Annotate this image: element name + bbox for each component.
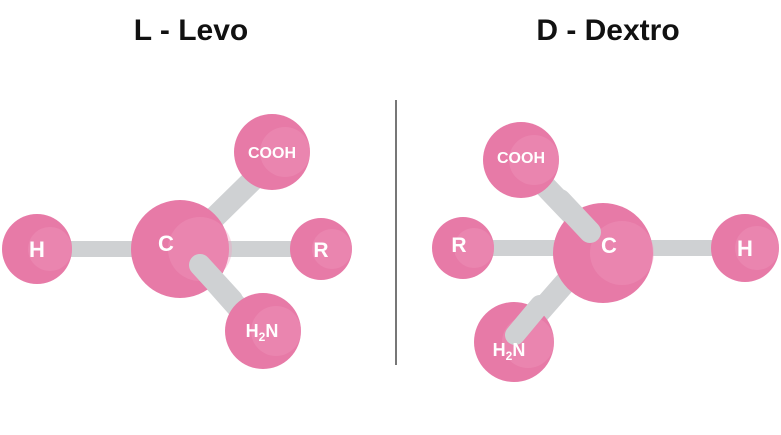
levo-title: L - Levo (133, 14, 249, 47)
dextro-atom-nh2: H2N (474, 295, 554, 382)
levo-atom-r: R (290, 218, 352, 280)
dextro-atom-c: C (549, 189, 654, 303)
levo-atom-c: C (131, 200, 243, 311)
dextro-h-label: H (737, 236, 753, 261)
dextro-nh2-label: H2N (493, 340, 526, 363)
dextro-atom-r: R (432, 217, 494, 279)
dextro-atom-h: H (711, 214, 779, 282)
dextro-atom-cooh: COOH (483, 122, 559, 198)
levo-molecule: H R COOH C H2N (2, 114, 352, 369)
dextro-r-label: R (451, 234, 466, 257)
dextro-cooh-label: COOH (497, 150, 545, 167)
dextro-title: D - Dextro (536, 14, 680, 47)
levo-h-label: H (29, 237, 45, 262)
levo-cooh-label: COOH (248, 145, 296, 162)
levo-atom-h: H (2, 214, 72, 284)
levo-c-label: C (158, 231, 174, 256)
dextro-c-label: C (601, 233, 617, 258)
levo-r-label: R (313, 239, 328, 262)
levo-atom-cooh: COOH (234, 114, 310, 190)
levo-atom-nh2: H2N (225, 293, 301, 369)
levo-nh2-label: H2N (246, 321, 279, 344)
dextro-molecule: R H COOH C H2N (432, 122, 779, 382)
